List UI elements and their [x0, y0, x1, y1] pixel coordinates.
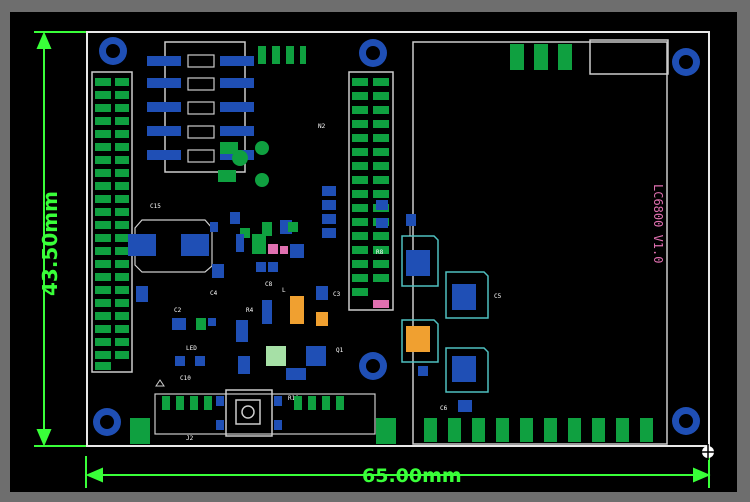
width-dimension-label: 65.00mm: [362, 465, 462, 487]
smd-cluster-center: C4 C2 C8 C3 C10 R4 R10 R8 N2 Q1 LED J2 L…: [136, 123, 502, 442]
ref-j2: J2: [186, 435, 194, 442]
ref-l: L: [282, 287, 286, 294]
ref-q1: Q1: [336, 347, 344, 354]
width-dimension: [85, 456, 711, 488]
origin-marker: [700, 444, 716, 460]
ref-r10: R10: [288, 395, 299, 402]
mounting-holes: [93, 37, 700, 436]
ref-c4: C4: [210, 290, 218, 297]
board-name-label: LC6800 V1.0: [651, 184, 665, 263]
middle-header-connector: [348, 71, 394, 311]
ref-c2: C2: [174, 307, 182, 314]
height-dimension-label: 43.50mm: [38, 191, 62, 296]
rf-module: LC6800 V1.0: [412, 39, 669, 445]
left-header-connector: [91, 71, 133, 373]
ref-r8: R8: [376, 249, 384, 256]
ref-c5: C5: [494, 293, 502, 300]
power-capacitors: [401, 214, 489, 412]
ref-c6: C6: [440, 405, 448, 412]
board-outline: [86, 31, 710, 447]
component-c15: C15: [128, 203, 213, 273]
bottom-switch-connector: [130, 379, 396, 444]
ref-c15: C15: [150, 203, 161, 210]
ref-c8: C8: [265, 281, 273, 288]
height-dimension: [34, 31, 86, 447]
ref-led: LED: [186, 345, 197, 352]
ref-c10: C10: [180, 375, 191, 382]
ref-r4: R4: [246, 307, 254, 314]
ref-n2: N2: [318, 123, 326, 130]
top-ic-package: [147, 41, 306, 187]
ref-c3: C3: [333, 291, 341, 298]
